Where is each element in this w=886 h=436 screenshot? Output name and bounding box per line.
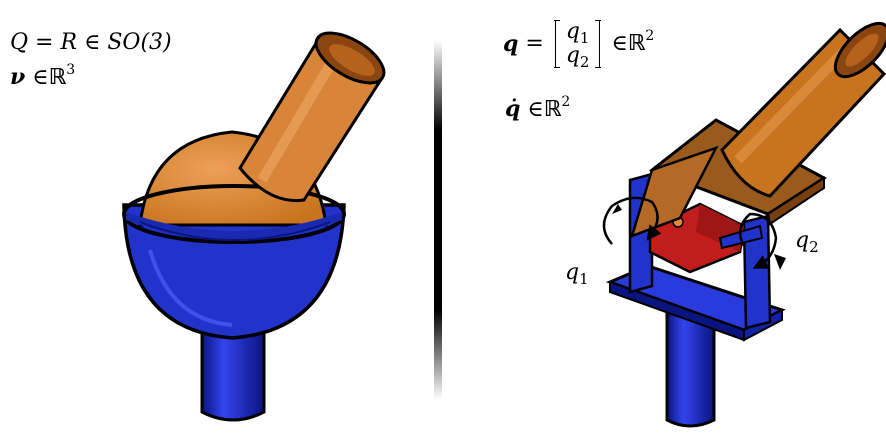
panel-divider	[434, 40, 442, 400]
velocity-symbol: ν	[10, 64, 26, 90]
ball-joint-cup-rim	[122, 184, 346, 244]
label-q1: q1	[565, 260, 589, 288]
joint-velocity-equation: q̇ ∈ℝ2	[505, 95, 570, 121]
config-space-equation: Q = R ∈ SO(3)	[10, 32, 172, 54]
config-group: SO(3)	[107, 30, 172, 55]
q-vector-symbol: q	[503, 31, 519, 57]
element-of-sign: ∈	[84, 30, 101, 55]
coordinate-column-vector: q1 q2	[554, 19, 601, 72]
element-of-sign: ∈	[527, 97, 544, 122]
velocity-dim: 3	[66, 62, 76, 78]
velocity-space-equation: ν ∈ℝ3	[10, 63, 75, 89]
real-field-symbol: ℝ	[543, 97, 562, 122]
real-field-symbol: ℝ	[48, 65, 67, 90]
joint-coordinates-equation: q = q1 q2 ∈ℝ2	[503, 19, 655, 72]
label-q2: q2	[795, 228, 819, 256]
equals-sign: =	[525, 31, 544, 56]
real-field-symbol: ℝ	[627, 31, 646, 56]
element-of-sign: ∈	[611, 31, 628, 56]
config-var: R	[60, 30, 78, 55]
q2-rotation-arrow	[738, 212, 778, 269]
universal-joint	[602, 21, 886, 428]
universal-joint-right-upright	[742, 214, 772, 330]
velocity-dim: 2	[561, 94, 571, 110]
q-dot-symbol: q̇	[505, 96, 521, 122]
vector-entry-q1: q1	[565, 19, 590, 48]
ball-joint	[122, 31, 386, 422]
q1-rotation-arrow	[602, 196, 662, 245]
config-lhs: Q	[10, 30, 29, 55]
element-of-sign: ∈	[32, 65, 49, 90]
equals-sign: =	[35, 30, 54, 55]
universal-joint-post	[665, 308, 716, 428]
ball-joint-stem	[200, 323, 266, 422]
config-dim: 2	[645, 28, 655, 44]
vector-entry-q2: q2	[565, 43, 590, 72]
